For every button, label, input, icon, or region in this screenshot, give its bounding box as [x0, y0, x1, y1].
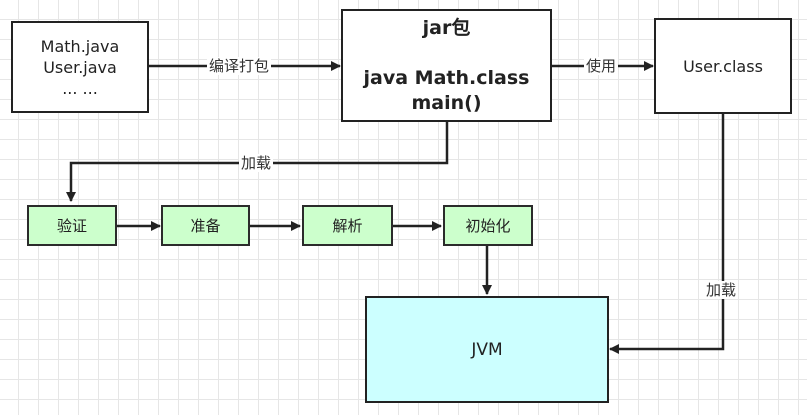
jar-line-4: main()	[411, 91, 482, 114]
jar-line-3: java Math.class	[363, 66, 530, 89]
user-class-box: User.class	[654, 18, 792, 114]
prepare-label: 准备	[190, 217, 221, 235]
jvm-box: JVM	[365, 296, 609, 403]
source-line-2: User.java	[43, 57, 117, 77]
edge-label-load-right: 加载	[704, 281, 739, 299]
jvm-label: JVM	[471, 339, 503, 360]
resolve-label: 解析	[332, 217, 363, 235]
init-box: 初始化	[443, 205, 533, 246]
edge-label-use: 使用	[584, 57, 619, 75]
edge-label-compile: 编译打包	[207, 57, 272, 75]
verify-box: 验证	[27, 205, 117, 246]
jar-box: jar包 java Math.class main()	[341, 9, 552, 122]
edge-load-right	[609, 114, 725, 354]
prepare-box: 准备	[161, 205, 250, 246]
source-line-3: ... ...	[62, 78, 98, 98]
source-line-1: Math.java	[40, 36, 120, 56]
jar-line-1: jar包	[422, 16, 471, 39]
verify-label: 验证	[56, 217, 87, 235]
resolve-box: 解析	[302, 205, 393, 246]
user-class-label: User.class	[683, 56, 763, 76]
source-files-box: Math.java User.java ... ...	[11, 21, 149, 113]
init-label: 初始化	[465, 217, 511, 235]
edge-label-load-left: 加载	[239, 154, 274, 172]
